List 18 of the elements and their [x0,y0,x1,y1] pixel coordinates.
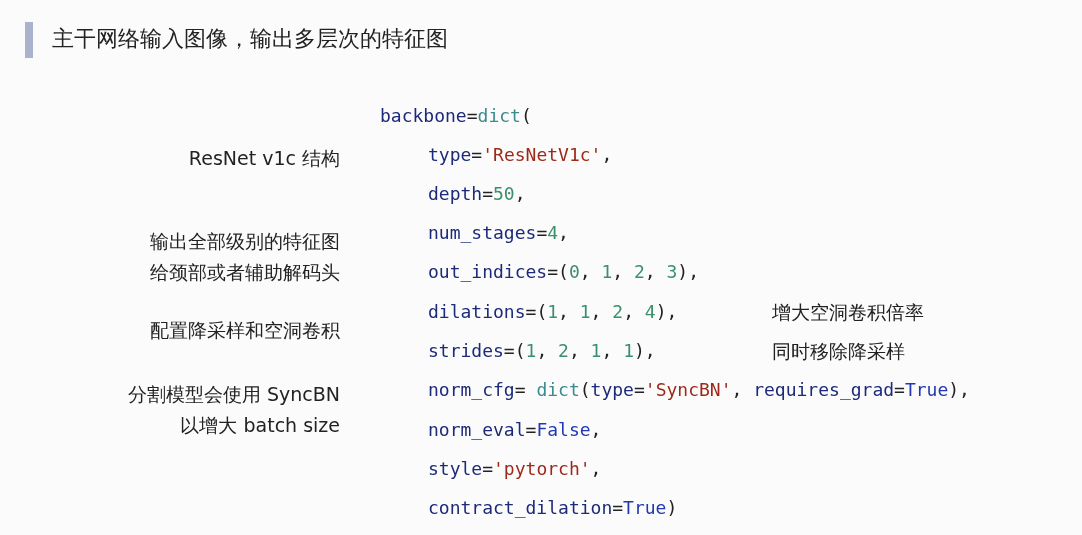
code-line: num_stages=4, [428,221,569,245]
annotation-text: 输出全部级别的特征图给颈部或者辅助解码头 [149,229,340,285]
code-line: dilations=(1, 1, 2, 4), [428,300,678,324]
code-line: type='ResNetV1c', [428,143,613,167]
slide-title: 主干网络输入图像，输出多层次的特征图 [52,25,448,53]
code-line: norm_cfg= dict(type='SyncBN', requires_grad=True), [428,378,970,402]
annotation-text: ResNet v1c 结构 [187,146,340,171]
code-line: strides=(1, 2, 1, 1), [428,339,656,363]
annotation-text: 配置降采样和空洞卷积 [149,318,340,343]
annotation-text: 分割模型会使用 SyncBN 以增大 batch size [126,382,340,438]
code-line: out_indices=(0, 1, 2, 3), [428,260,700,284]
code-line: contract_dilation=True) [428,496,678,520]
code-line: style='pytorch', [428,457,602,481]
annotation-text: 同时移除降采样 [772,339,905,363]
code-line: norm_eval=False, [428,418,602,442]
annotation-text: 增大空洞卷积倍率 [772,300,924,324]
code-line: backbone=dict( [380,104,532,128]
code-line: depth=50, [428,182,526,206]
